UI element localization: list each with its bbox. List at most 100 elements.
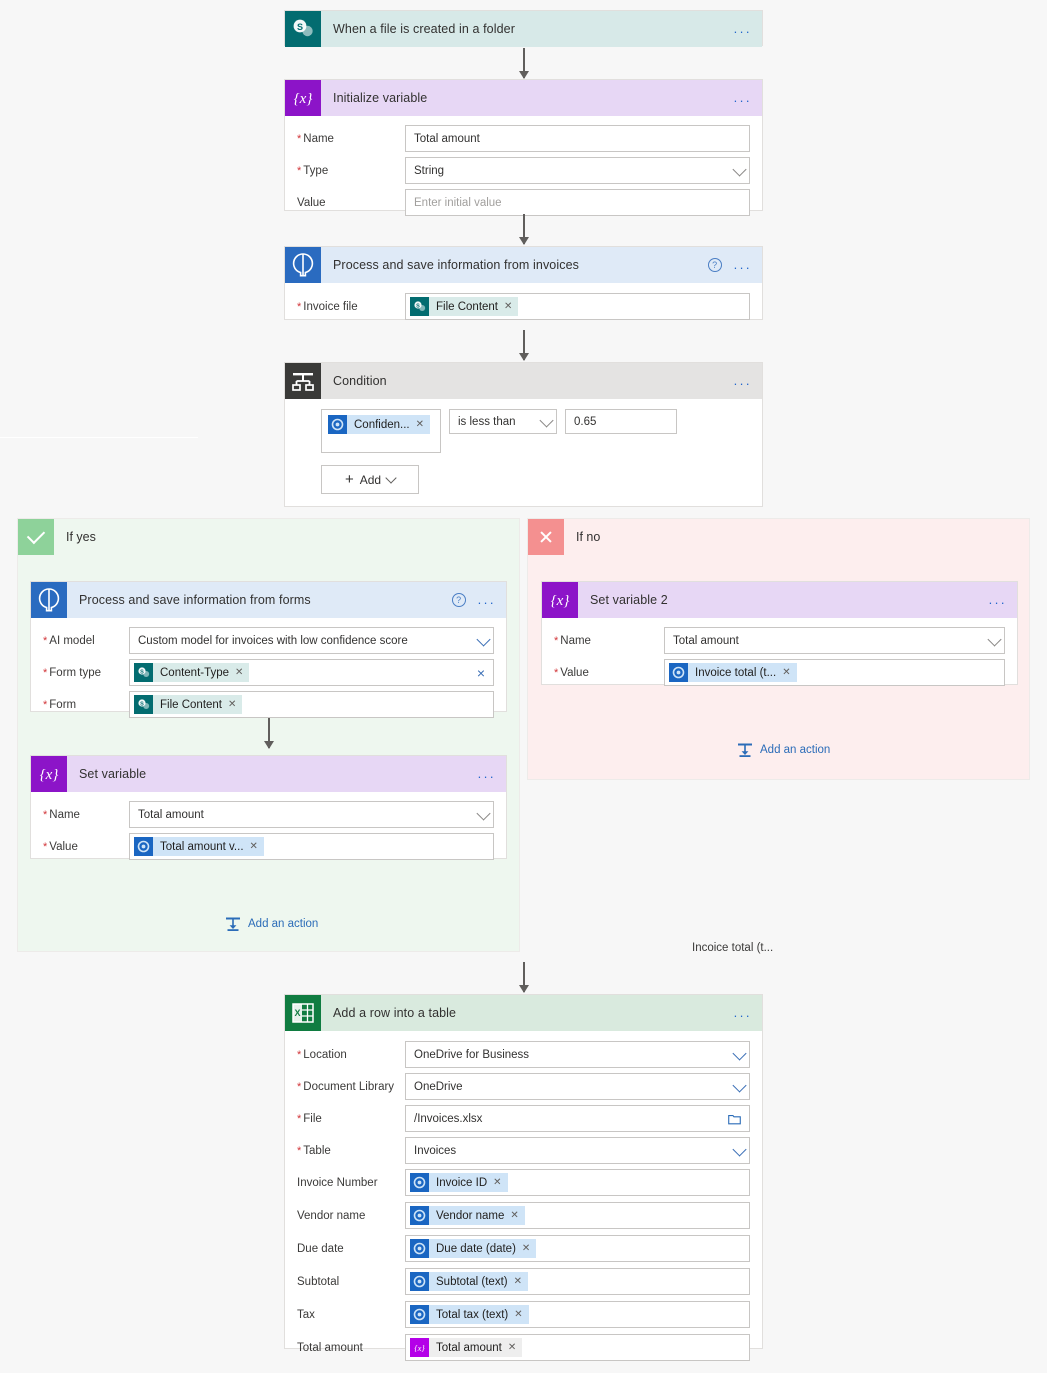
location-select[interactable]: OneDrive for Business <box>405 1041 750 1068</box>
insert-node-icon <box>226 917 240 931</box>
document-library-select[interactable]: OneDrive <box>405 1073 750 1100</box>
subtotal-input[interactable]: Subtotal (text) ✕ <box>405 1268 750 1295</box>
field-label-due-date: Due date <box>297 1242 344 1255</box>
token-chip[interactable]: Total amount v... ✕ <box>134 837 264 856</box>
ai-token-icon <box>410 1239 429 1258</box>
total-amount-input[interactable]: {x} Total amount ✕ <box>405 1334 750 1361</box>
token-remove-icon[interactable]: ✕ <box>228 699 237 710</box>
card-condition-header: Condition ... <box>285 363 762 399</box>
token-chip[interactable]: Due date (date) ✕ <box>410 1239 537 1258</box>
set-variable-2-value-input[interactable]: Invoice total (t... ✕ <box>664 659 1005 686</box>
token-chip[interactable]: Subtotal (text) ✕ <box>410 1272 528 1291</box>
token-chip[interactable]: Confiden... ✕ <box>328 415 431 434</box>
name-input[interactable]: Total amount <box>405 125 750 152</box>
card-set-variable-menu[interactable]: ... <box>477 766 496 781</box>
token-chip[interactable]: {x} Total amount ✕ <box>410 1338 523 1357</box>
token-remove-icon[interactable]: ✕ <box>513 1276 522 1287</box>
token-chip-label: File Content <box>436 300 499 313</box>
set-variable-2-name-select[interactable]: Total amount <box>664 627 1005 654</box>
help-icon[interactable]: ? <box>707 258 722 272</box>
field-row-form-type: Form type S Content-Type ✕ × <box>43 659 494 686</box>
card-add-row[interactable]: X Add a row into a table ... Location On… <box>284 994 763 1361</box>
card-process-forms[interactable]: Process and save information from forms … <box>30 581 507 718</box>
token-chip[interactable]: Invoice ID ✕ <box>410 1173 508 1192</box>
token-remove-icon[interactable]: ✕ <box>493 1177 502 1188</box>
value-input[interactable]: Enter initial value <box>405 189 750 216</box>
card-set-variable-2-menu[interactable]: ... <box>988 592 1007 607</box>
token-remove-icon[interactable]: ✕ <box>415 419 425 430</box>
add-an-action-if-no[interactable]: Add an action <box>737 742 830 758</box>
token-chip-label: Subtotal (text) <box>436 1275 508 1288</box>
variable-icon: {x} <box>285 80 321 116</box>
token-chip[interactable]: S File Content ✕ <box>410 297 519 316</box>
card-process-invoices-menu[interactable]: ... <box>733 257 752 272</box>
sharepoint-token-icon: S <box>134 695 153 714</box>
card-process-invoices-title: Process and save information from invoic… <box>333 258 579 272</box>
condition-add-button[interactable]: + Add <box>321 465 419 494</box>
variable-icon: {x} <box>31 756 67 792</box>
field-row-value: Value Enter initial value <box>297 189 750 216</box>
type-select[interactable]: String <box>405 157 750 184</box>
condition-right-value-input[interactable]: 0.65 <box>565 409 677 434</box>
token-chip[interactable]: S Content-Type ✕ <box>134 663 250 682</box>
field-row-total-amount: Total amount {x} Total amount ✕ <box>297 1334 750 1361</box>
card-condition[interactable]: Condition ... Confiden... ✕ is less than… <box>284 362 763 507</box>
sharepoint-token-icon: S <box>134 663 153 682</box>
field-label-location: Location <box>297 1049 405 1061</box>
field-row-value: Value Invoice total (t... ✕ <box>554 659 1005 686</box>
ai-model-select[interactable]: Custom model for invoices with low confi… <box>129 627 494 654</box>
card-set-variable[interactable]: {x} Set variable ... Name Total amount V… <box>30 755 507 860</box>
help-icon[interactable]: ? <box>451 593 466 607</box>
card-trigger[interactable]: S When a file is created in a folder ... <box>284 10 763 47</box>
card-process-invoices[interactable]: Process and save information from invoic… <box>284 246 763 320</box>
invoice-file-input[interactable]: S File Content ✕ <box>405 293 750 320</box>
ai-token-icon <box>410 1272 429 1291</box>
field-label-form: Form <box>43 699 129 711</box>
token-chip-label: Due date (date) <box>436 1242 516 1255</box>
add-an-action-label: Add an action <box>248 918 319 930</box>
token-remove-icon[interactable]: ✕ <box>504 301 513 312</box>
set-variable-name-select[interactable]: Total amount <box>129 801 494 828</box>
condition-operator-value: is less than <box>458 415 516 428</box>
set-variable-value-input[interactable]: Total amount v... ✕ <box>129 833 494 860</box>
card-trigger-header: S When a file is created in a folder ... <box>285 11 762 47</box>
token-remove-icon[interactable]: ✕ <box>507 1342 517 1353</box>
card-initialize-variable[interactable]: {x} Initialize variable ... Name Total a… <box>284 79 763 216</box>
card-process-forms-menu[interactable]: ... <box>477 592 496 607</box>
stray-divider-line <box>0 437 198 438</box>
condition-left-operand[interactable]: Confiden... ✕ <box>321 409 441 453</box>
chevron-down-icon <box>476 805 491 821</box>
token-remove-icon[interactable]: ✕ <box>782 667 791 678</box>
tax-input[interactable]: Total tax (text) ✕ <box>405 1301 750 1328</box>
token-remove-icon[interactable]: ✕ <box>235 667 244 678</box>
card-set-variable-2[interactable]: {x} Set variable 2 ... Name Total amount… <box>541 581 1018 686</box>
field-label-table: Table <box>297 1145 405 1157</box>
token-remove-icon[interactable]: ✕ <box>510 1210 519 1221</box>
form-input[interactable]: S File Content ✕ <box>129 691 494 718</box>
token-chip[interactable]: Total tax (text) ✕ <box>410 1305 529 1324</box>
vendor-name-input[interactable]: Vendor name ✕ <box>405 1202 750 1229</box>
card-trigger-menu[interactable]: ... <box>733 21 752 36</box>
file-value: /Invoices.xlsx <box>414 1112 483 1125</box>
token-chip[interactable]: Vendor name ✕ <box>410 1206 525 1225</box>
token-remove-icon[interactable]: ✕ <box>249 841 258 852</box>
table-value: Invoices <box>414 1144 457 1157</box>
field-row-tax: Tax Total tax (text) ✕ <box>297 1301 750 1328</box>
card-condition-menu[interactable]: ... <box>733 373 752 388</box>
file-input[interactable]: /Invoices.xlsx <box>405 1105 750 1132</box>
add-an-action-if-yes[interactable]: Add an action <box>225 916 318 932</box>
card-add-row-menu[interactable]: ... <box>733 1005 752 1020</box>
form-type-input[interactable]: S Content-Type ✕ × <box>129 659 494 686</box>
token-chip[interactable]: Invoice total (t... ✕ <box>669 663 797 682</box>
token-chip[interactable]: S File Content ✕ <box>134 695 243 714</box>
token-remove-icon[interactable]: ✕ <box>514 1309 523 1320</box>
field-label-form-type: Form type <box>43 667 129 679</box>
condition-operator-select[interactable]: is less than <box>449 409 557 434</box>
card-initialize-variable-menu[interactable]: ... <box>733 90 752 105</box>
token-remove-icon[interactable]: ✕ <box>521 1243 531 1254</box>
folder-picker-icon[interactable] <box>728 1113 741 1124</box>
clear-field-icon[interactable]: × <box>476 664 485 681</box>
due-date-input[interactable]: Due date (date) ✕ <box>405 1235 750 1262</box>
table-select[interactable]: Invoices <box>405 1137 750 1164</box>
invoice-number-input[interactable]: Invoice ID ✕ <box>405 1169 750 1196</box>
